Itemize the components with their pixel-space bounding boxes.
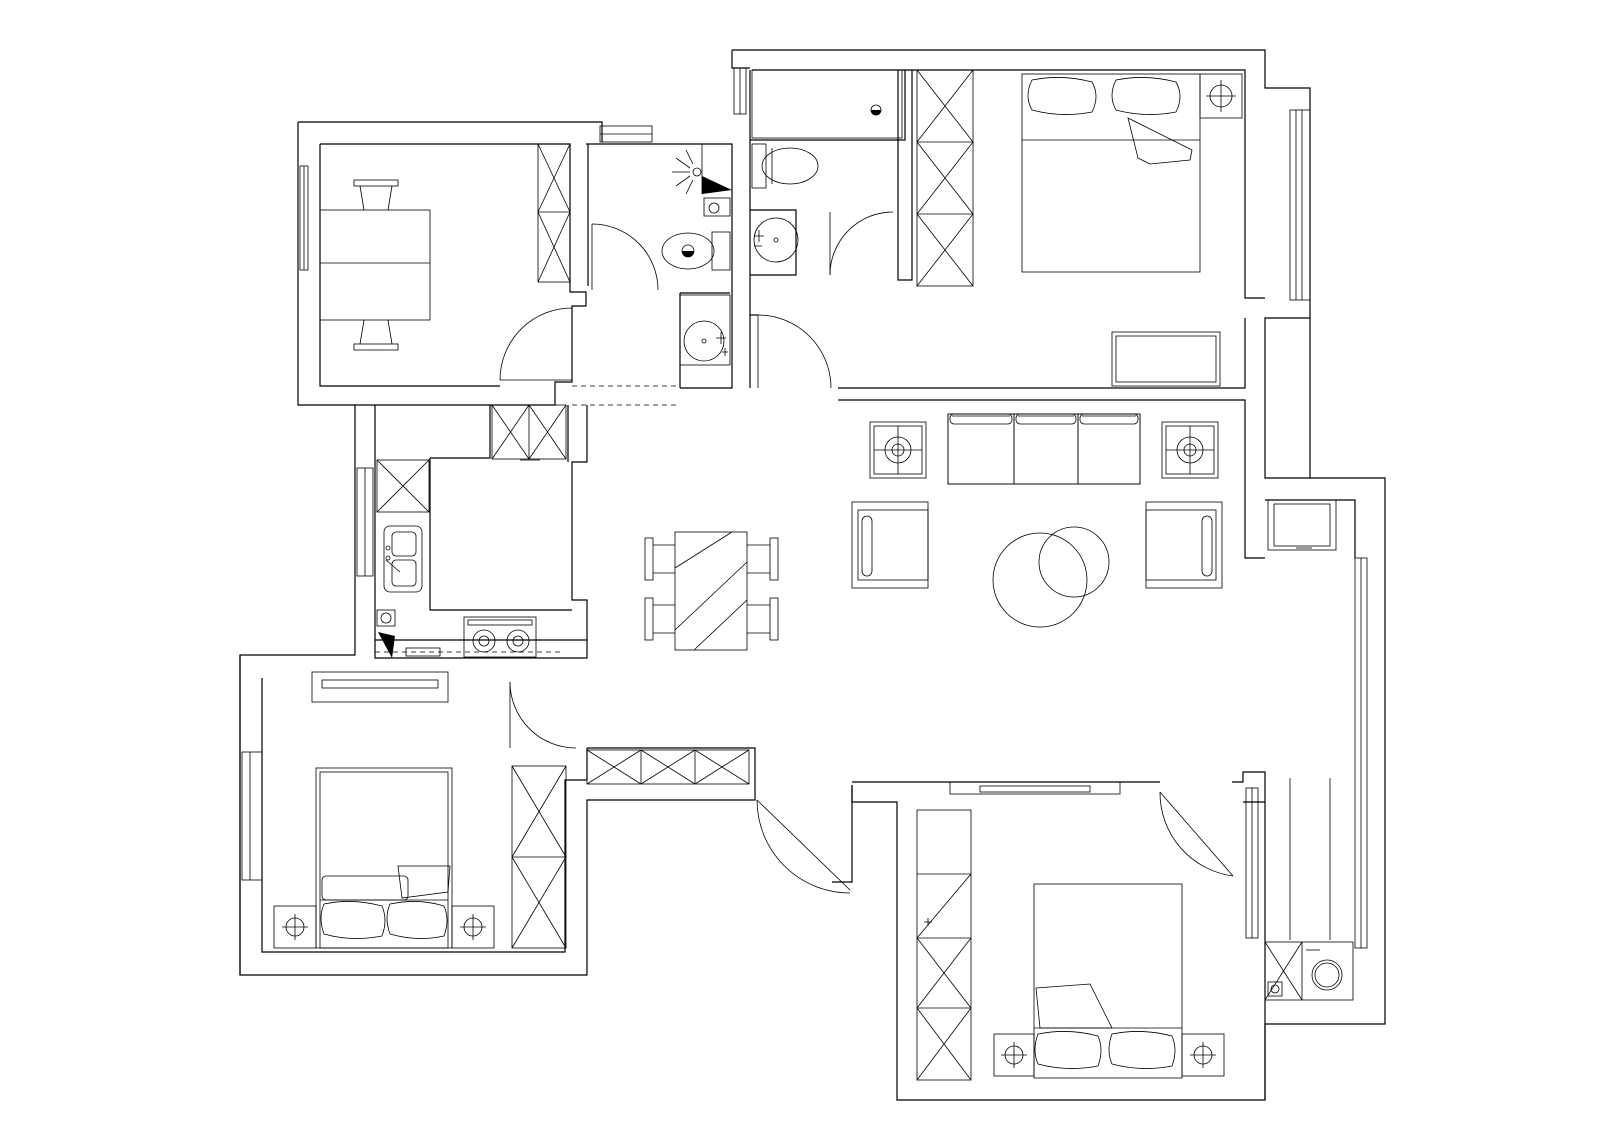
toilet-icon	[703, 197, 731, 217]
lamp-icon	[1161, 421, 1219, 479]
shower-icon	[751, 69, 903, 139]
wardrobe-icon	[511, 765, 567, 949]
range-hood-icon	[405, 647, 441, 657]
armchair-icon	[1145, 501, 1223, 589]
boiler-icon	[376, 609, 396, 658]
door-swing-icon	[591, 223, 659, 291]
chair-icon	[353, 319, 399, 351]
cabinet-icon	[586, 749, 750, 785]
cabinet-icon	[1267, 499, 1337, 551]
door-swing-icon	[756, 799, 851, 894]
coffee-table-icon	[992, 526, 1110, 628]
lamp-icon	[273, 905, 317, 949]
chair-icon	[747, 597, 779, 641]
door-swing-icon	[829, 211, 894, 276]
window-icon	[733, 67, 747, 115]
window-icon	[1245, 787, 1259, 939]
lamp-icon	[451, 905, 495, 949]
window-icon	[356, 467, 374, 577]
interior-walls	[374, 70, 1356, 1100]
bed-icon	[1021, 73, 1201, 273]
toilet-icon	[661, 231, 731, 271]
bed-icon	[315, 767, 453, 949]
door-swing-icon	[509, 681, 577, 749]
wardrobe-icon	[916, 809, 972, 1081]
sofa-icon	[947, 413, 1141, 485]
cabinet-icon	[491, 404, 567, 461]
stove-icon	[463, 616, 537, 658]
lamp-icon	[1181, 1033, 1225, 1077]
cabinet-icon	[376, 459, 430, 513]
fridge-icon	[311, 671, 449, 703]
wardrobe-icon	[916, 69, 974, 287]
chair-icon	[644, 537, 675, 581]
door-swing-icon	[1159, 791, 1234, 877]
lamp-icon	[1199, 73, 1243, 119]
window-icon	[599, 125, 653, 143]
sink-icon	[753, 217, 799, 263]
armchair-icon	[851, 501, 929, 589]
chair-icon	[644, 597, 675, 641]
windows	[241, 67, 1368, 949]
window-icon	[299, 165, 309, 271]
window-icon	[241, 751, 263, 881]
dining-table-icon	[674, 531, 748, 651]
sink-icon	[383, 525, 423, 593]
toilet-icon	[751, 143, 819, 189]
bed-icon	[1033, 883, 1183, 1079]
window-icon	[1289, 109, 1311, 301]
door-swing-icon	[499, 307, 573, 381]
shower-icon	[672, 144, 732, 195]
window-icon	[1354, 557, 1368, 949]
wardrobe-icon	[537, 143, 571, 283]
lamp-icon	[993, 1033, 1035, 1077]
sink-icon	[679, 294, 731, 366]
exterior-walls	[239, 49, 1386, 1101]
railing-icon	[1289, 778, 1331, 940]
chair-icon	[747, 537, 779, 581]
chair-icon	[353, 179, 399, 211]
tv-unit-icon	[949, 781, 1121, 795]
doors	[499, 211, 1234, 894]
door-swing-icon	[757, 314, 832, 389]
lamp-icon	[869, 421, 927, 479]
desk-icon	[1111, 331, 1221, 387]
washing-machine-icon	[1264, 941, 1354, 1001]
study-table-icon	[319, 209, 431, 321]
thresholds	[375, 385, 680, 653]
